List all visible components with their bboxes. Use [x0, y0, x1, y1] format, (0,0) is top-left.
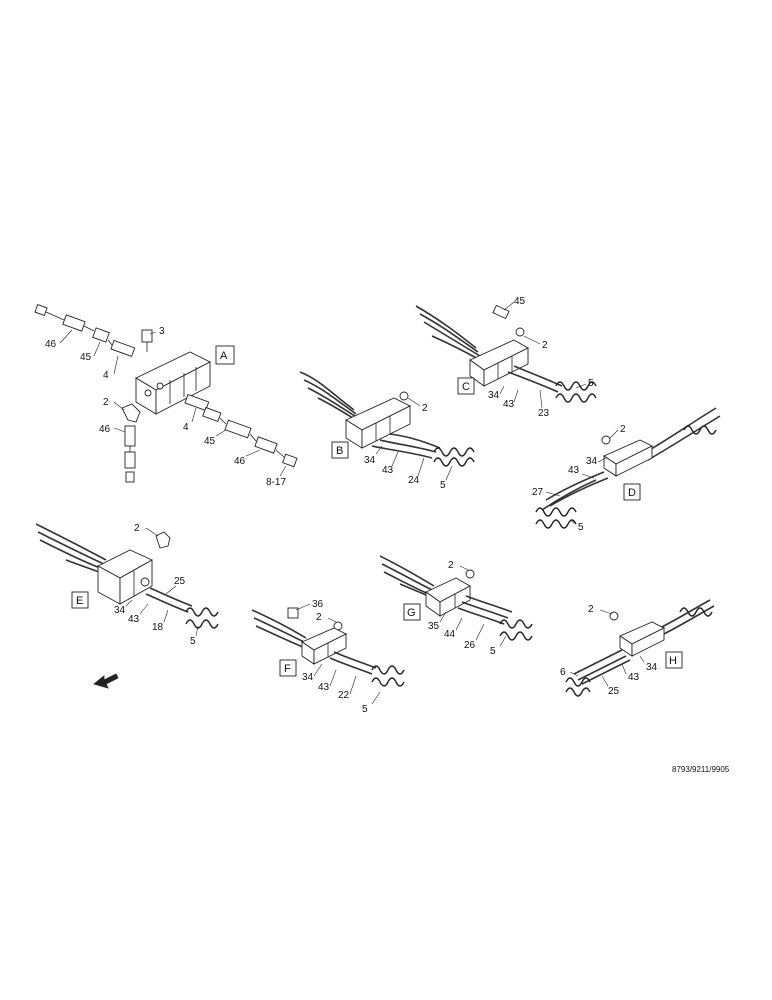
view-b-label-43: 43 [382, 465, 394, 476]
view-g-label-5: 5 [490, 646, 496, 657]
view-c-label-23: 23 [538, 408, 550, 419]
view-b-label-5: 5 [440, 480, 446, 491]
view-d-label-5: 5 [578, 522, 584, 533]
view-a-label-46-top: 46 [45, 339, 57, 350]
view-a-label-45-bottom: 45 [204, 436, 216, 447]
view-e-label-18: 18 [152, 622, 164, 633]
view-a-label-3: 3 [159, 326, 165, 337]
view-e-label-2: 2 [134, 523, 140, 534]
view-b-label-24: 24 [408, 475, 420, 486]
view-h-box-label: H [669, 655, 677, 667]
view-a-label-4-top: 4 [103, 370, 109, 381]
view-d-label-34: 34 [586, 456, 598, 467]
view-a-label-46-left: 46 [99, 424, 111, 435]
view-h-label-2: 2 [588, 604, 594, 615]
view-g-box-label: G [407, 607, 416, 619]
view-c-box-label: C [462, 381, 470, 393]
view-f-label-22: 22 [338, 690, 350, 701]
view-e-label-5: 5 [190, 636, 196, 647]
view-c-label-2: 2 [542, 340, 548, 351]
view-f-box-label: F [284, 663, 291, 675]
view-a-label-2: 2 [103, 397, 109, 408]
view-f-label-36: 36 [312, 599, 324, 610]
view-g-label-44: 44 [444, 629, 456, 640]
view-h-label-43: 43 [628, 672, 640, 683]
view-f-label-43: 43 [318, 682, 330, 693]
view-e-label-34: 34 [114, 605, 126, 616]
view-c-label-45: 45 [514, 296, 526, 307]
view-g: G 2 35 44 26 5 [379, 555, 533, 657]
view-c: C 45 2 5 34 43 23 [415, 296, 597, 419]
view-b: B 2 34 43 24 5 [299, 371, 475, 491]
view-d-box-label: D [628, 487, 636, 499]
view-c-label-34: 34 [488, 390, 500, 401]
view-c-label-43: 43 [503, 399, 515, 410]
view-b-label-34: 34 [364, 455, 376, 466]
view-a-label-4-bottom: 4 [183, 422, 189, 433]
view-a-box-label: A [220, 350, 228, 362]
view-e: E 2 25 34 43 18 5 [35, 523, 219, 647]
view-f: F 36 2 34 43 22 5 [251, 599, 405, 715]
view-b-label-2: 2 [422, 403, 428, 414]
view-e-label-25: 25 [174, 576, 186, 587]
view-g-label-35: 35 [428, 621, 440, 632]
view-h-label-25: 25 [608, 686, 620, 697]
view-f-label-5: 5 [362, 704, 368, 715]
view-e-box-label: E [76, 595, 83, 607]
view-d-label-43: 43 [568, 465, 580, 476]
view-a-label-8-17: 8-17 [266, 477, 286, 488]
view-a-label-46-bottom: 46 [234, 456, 246, 467]
figure-reference-number: 8793/9211/9905 [672, 765, 730, 774]
view-d: D 2 34 43 27 5 [532, 407, 721, 533]
view-b-box-label: B [336, 445, 343, 457]
view-d-label-2: 2 [620, 424, 626, 435]
view-h-label-34: 34 [646, 662, 658, 673]
view-c-label-5: 5 [588, 378, 594, 389]
view-d-label-27: 27 [532, 487, 544, 498]
view-g-label-2: 2 [448, 560, 454, 571]
view-h-label-6: 6 [560, 667, 566, 678]
view-a: A 3 46 45 4 2 46 4 45 46 8-17 [34, 303, 298, 488]
view-f-label-34: 34 [302, 672, 314, 683]
front-direction-arrow-icon [93, 673, 119, 689]
view-h: H 2 6 43 34 25 [560, 599, 715, 697]
view-f-label-2: 2 [316, 612, 322, 623]
view-g-label-26: 26 [464, 640, 476, 651]
view-e-label-43: 43 [128, 614, 140, 625]
view-a-label-45-top: 45 [80, 352, 92, 363]
